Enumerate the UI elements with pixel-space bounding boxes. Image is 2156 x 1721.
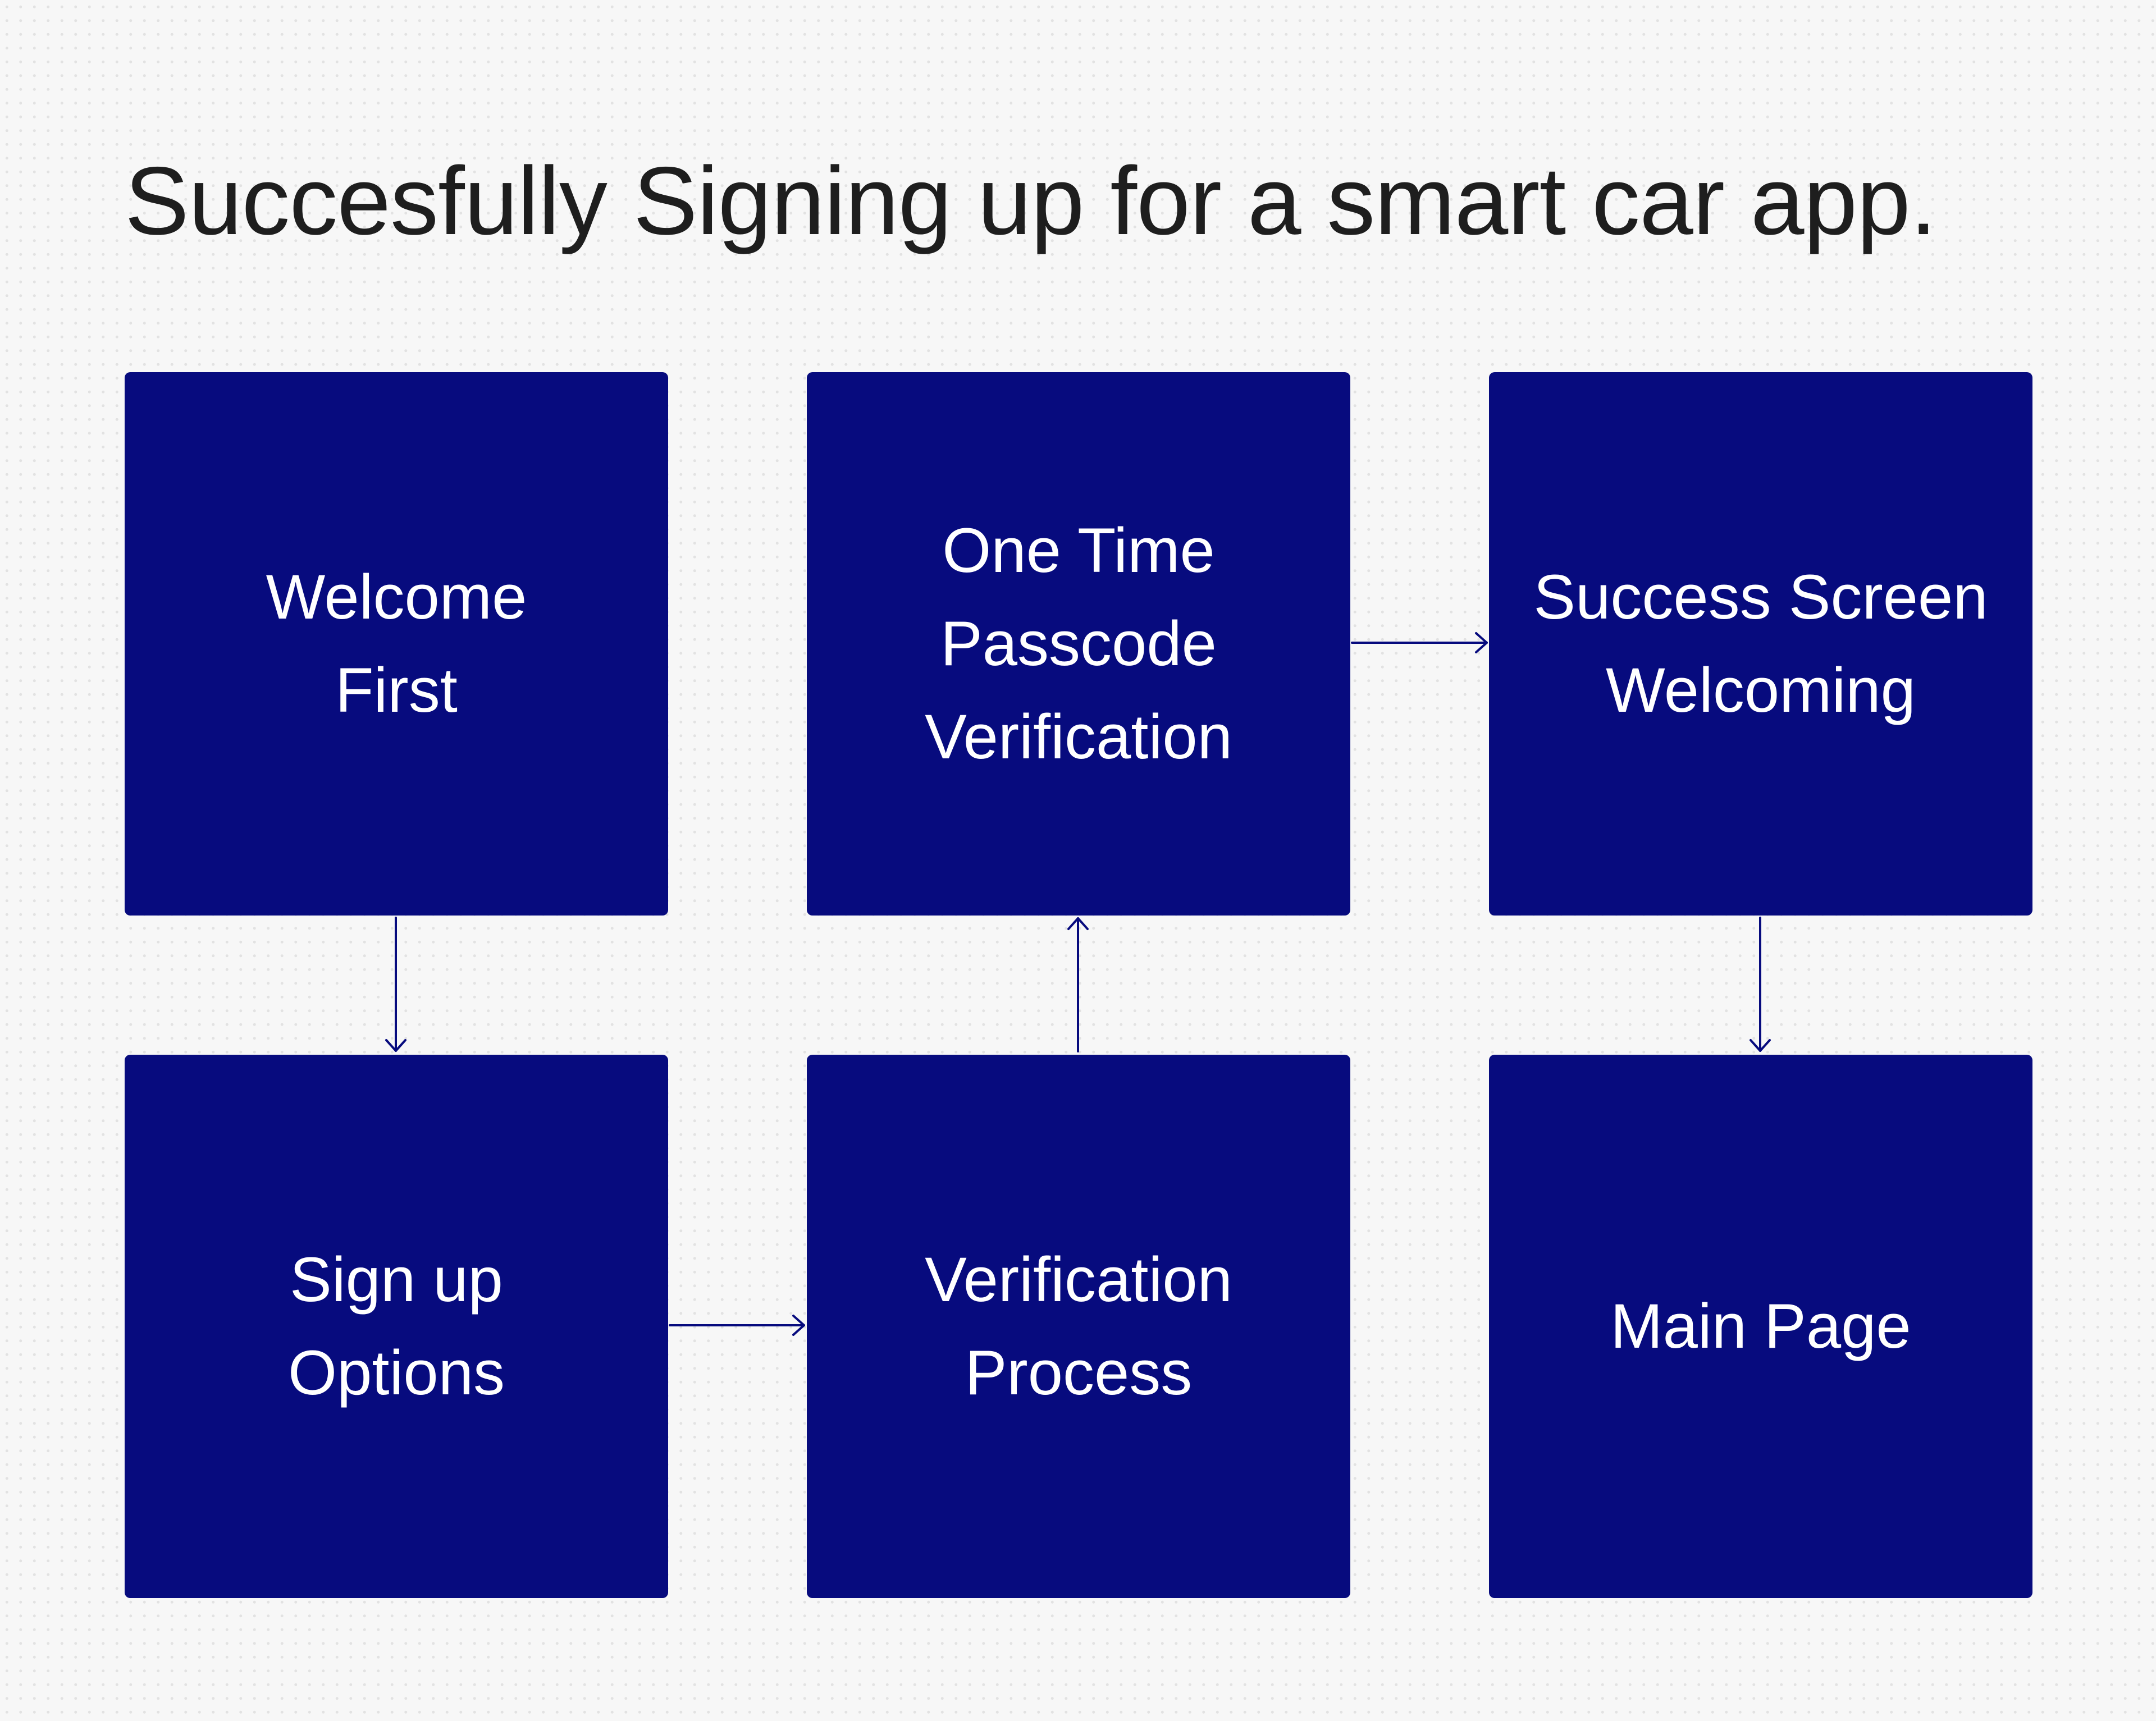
node-welcome-label: Welcome First bbox=[266, 562, 527, 725]
edge-signup-to-verification bbox=[669, 1315, 805, 1336]
node-otp-label: One Time Passcode Verification bbox=[925, 515, 1232, 772]
node-otp: One Time Passcode Verification bbox=[807, 372, 1350, 916]
node-main-label: Main Page bbox=[1610, 1291, 1911, 1361]
node-signup: Sign up Options bbox=[125, 1055, 668, 1598]
edge-success-to-main bbox=[1750, 917, 1771, 1052]
diagram-title: Succesfully Signing up for a smart car a… bbox=[125, 147, 1937, 255]
node-signup-label: Sign up Options bbox=[288, 1244, 505, 1408]
node-verification-label: Verification Process bbox=[925, 1244, 1232, 1408]
node-main: Main Page bbox=[1489, 1055, 2032, 1598]
node-success-label: Success Screen Welcoming bbox=[1533, 562, 1988, 725]
node-success: Success Screen Welcoming bbox=[1489, 372, 2032, 916]
edge-otp-to-success bbox=[1351, 632, 1488, 653]
node-verification: Verification Process bbox=[807, 1055, 1350, 1598]
edge-welcome-to-signup bbox=[385, 917, 406, 1052]
edge-verification-to-otp bbox=[1067, 917, 1089, 1052]
node-welcome: Welcome First bbox=[125, 372, 668, 916]
